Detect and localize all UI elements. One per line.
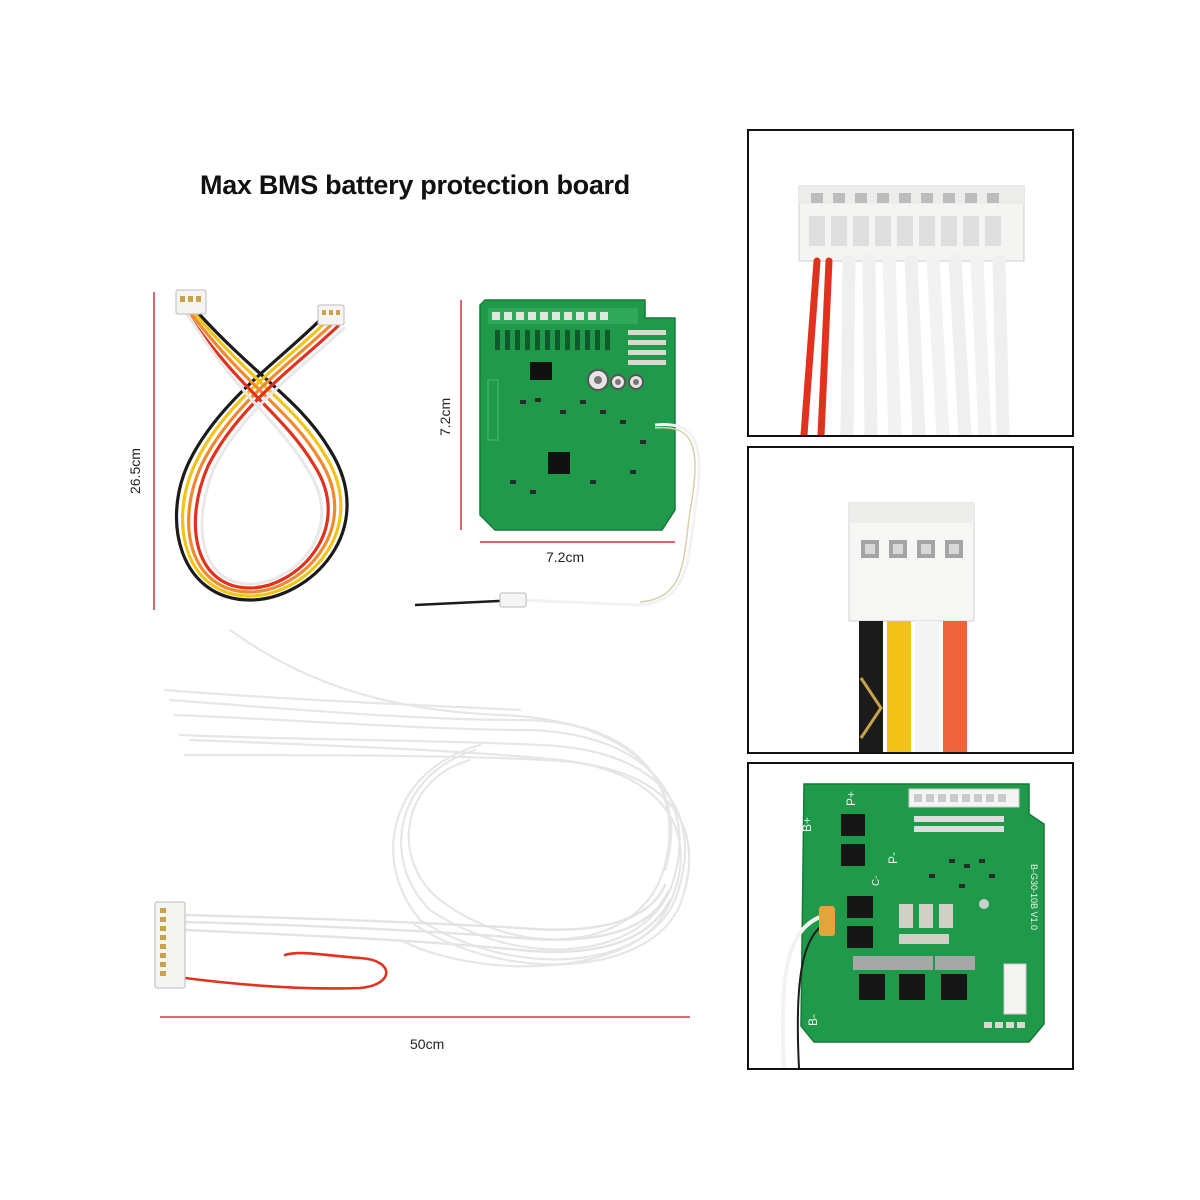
four-pin-connector-closeup — [848, 502, 975, 752]
thermistor-wire — [414, 422, 701, 608]
harness-connector — [154, 901, 186, 989]
bms-board — [479, 299, 676, 531]
label-p-minus: P- — [886, 852, 900, 864]
balance-connector-closeup — [798, 185, 1025, 435]
white-harness-bundle — [163, 628, 691, 968]
board-width-label: 7.2cm — [546, 549, 585, 565]
label-c-minus: C- — [871, 875, 882, 886]
label-p-plus: P+ — [844, 791, 858, 806]
label-model: B-G30-10B V1.0 — [1029, 864, 1039, 930]
inset-panel-bms-closeup: B+ P+ P- C- B- B-G30-10B V1.0 — [747, 762, 1074, 1070]
bms-board-closeup: B+ P+ P- C- B- B-G30-10B V1.0 — [780, 783, 1045, 1068]
label-b-minus: B- — [806, 1014, 820, 1026]
board-height-label: 7.2cm — [437, 397, 453, 436]
cable-length-label: 26.5cm — [127, 448, 143, 494]
page-title: Max BMS battery protection board — [200, 170, 630, 200]
inset-panel-balance-connector — [747, 129, 1074, 437]
balance-cable-connector-b — [317, 304, 345, 326]
harness-tail — [183, 883, 672, 990]
balance-cable — [175, 313, 349, 602]
balance-cable-connector-a — [175, 289, 207, 315]
label-b-plus: B+ — [800, 817, 814, 832]
harness-length-label: 50cm — [410, 1036, 445, 1052]
inset-panel-four-pin-connector — [747, 446, 1074, 754]
